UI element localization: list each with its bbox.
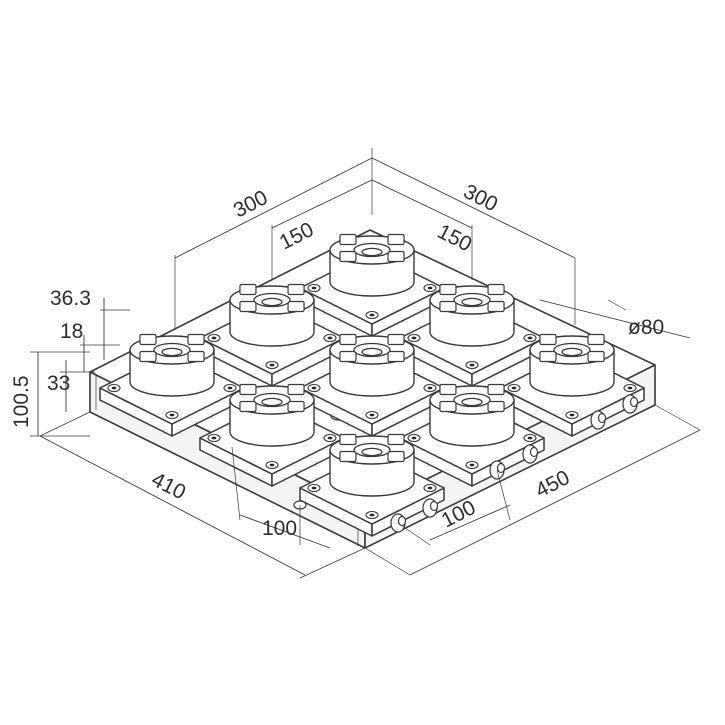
chuck-jaw (339, 233, 357, 246)
chuck-jaw (387, 250, 405, 263)
dim-100-5: 100.5 (10, 375, 33, 428)
dim-18: 18 (60, 320, 83, 343)
chuck-jaw (539, 333, 557, 346)
dim-300-right: 300 (460, 180, 502, 216)
chuck-unit (199, 383, 345, 487)
chuck-jaw (187, 333, 205, 346)
chuck-jaw (487, 283, 505, 296)
dim-450: 450 (532, 466, 574, 502)
dim-300-left: 300 (230, 186, 272, 222)
chuck-jaw (287, 300, 305, 313)
chuck-jaw (439, 400, 457, 413)
chuck-jaw (339, 450, 357, 463)
chuck-jaw (487, 383, 505, 396)
chuck-jaw (287, 400, 305, 413)
chuck-jaw (339, 350, 357, 363)
chuck-jaw (387, 350, 405, 363)
chuck-jaw (439, 383, 457, 396)
chuck-unit (399, 283, 545, 387)
chuck-unit (99, 333, 245, 437)
chuck-jaw (239, 300, 257, 313)
chuck-jaw (487, 400, 505, 413)
dim-150-right: 150 (434, 220, 476, 256)
chuck-jaw (239, 383, 257, 396)
chuck-jaw (239, 400, 257, 413)
chuck-jaw (387, 333, 405, 346)
chuck-jaw (439, 283, 457, 296)
chuck-jaw (139, 350, 157, 363)
chuck-jaw (387, 450, 405, 463)
air-fitting (590, 410, 607, 430)
chuck-array (99, 233, 645, 537)
air-fitting (522, 444, 539, 464)
dim-diameter-80: ø80 (628, 316, 664, 339)
chuck-unit (499, 333, 645, 437)
chuck-jaw (487, 300, 505, 313)
chuck-jaw (287, 283, 305, 296)
chuck-jaw (439, 300, 457, 313)
chuck-jaw (387, 233, 405, 246)
chuck-jaw (339, 250, 357, 263)
dimension-lines (30, 148, 701, 579)
chuck-jaw (587, 350, 605, 363)
chuck-jaw (139, 333, 157, 346)
chuck-jaw (287, 383, 305, 396)
chuck-jaw (187, 350, 205, 363)
air-fitting (422, 498, 439, 518)
chuck-unit (199, 283, 345, 387)
air-fitting (622, 394, 639, 414)
chuck-jaw (339, 433, 357, 446)
dim-100-pitch-a: 100 (262, 517, 297, 540)
chuck-jaw (539, 350, 557, 363)
chuck-jaw (387, 433, 405, 446)
chuck-jaw (587, 333, 605, 346)
chuck-jaw (339, 333, 357, 346)
chuck-jaw (239, 283, 257, 296)
dim-36-3: 36.3 (50, 287, 91, 310)
dim-33: 33 (47, 372, 70, 395)
dim-410: 410 (148, 468, 190, 504)
